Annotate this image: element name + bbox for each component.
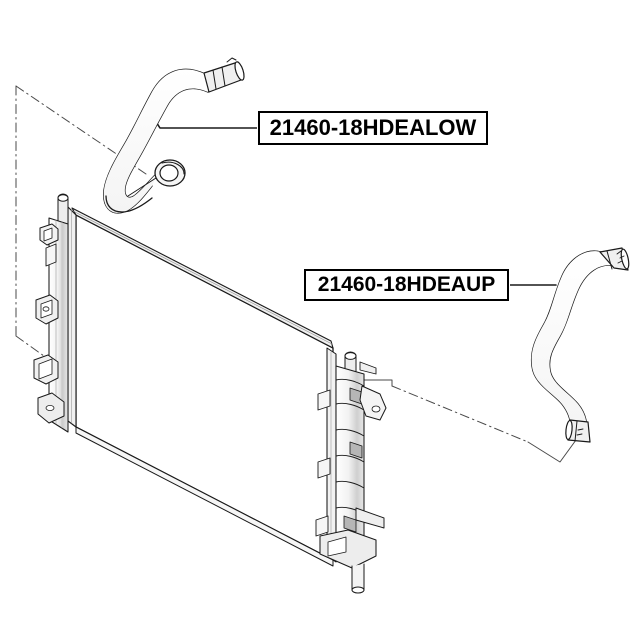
part-number-label-upper-hose[interactable]: 21460-18HDEAUP xyxy=(303,268,510,302)
part-number-label-lower-hose[interactable]: 21460-18HDEALOW xyxy=(257,110,489,146)
upper-hose-top-cuff-marking xyxy=(616,250,625,264)
radiator-core xyxy=(67,206,334,567)
right-tank-mounting-foot xyxy=(319,529,377,569)
right-tank-outlet-opening xyxy=(371,405,381,413)
lower-hose-body-fill xyxy=(103,69,208,213)
right-tank-mount-shelf xyxy=(355,507,385,529)
upper-hose-body-fill xyxy=(531,251,616,436)
right-tank-foot-plate xyxy=(327,536,347,557)
left-tank-upper-rib xyxy=(45,243,57,267)
right-tank-bottom-pin-end xyxy=(351,586,365,594)
axis-upper-hose-tip-link xyxy=(527,439,577,463)
left-tank-upper-bracket-slot xyxy=(43,227,53,242)
radiator-top-rail xyxy=(71,207,334,349)
lower-hose-cuff-opening xyxy=(234,61,245,81)
right-tank-clamp-lower xyxy=(343,515,357,533)
radiator-left-tank xyxy=(33,193,69,433)
assembly-axis-solid-segments xyxy=(361,379,577,463)
right-tank-rib-5 xyxy=(335,480,365,489)
right-tank-side-bracket-2 xyxy=(317,457,331,479)
right-tank-upper-stud xyxy=(359,361,377,375)
right-tank-bottom-pin xyxy=(351,563,365,591)
right-tank-rib-1 xyxy=(335,378,365,387)
right-tank-neck-opening xyxy=(344,352,357,360)
left-tank-foot-hole xyxy=(45,404,55,411)
radiator-bottom-rail xyxy=(75,426,334,567)
axis-upper-hose-diagonal xyxy=(391,385,529,443)
upper-hose-bottom-cuff-opening xyxy=(565,419,573,441)
right-tank-clamp-mid xyxy=(349,441,363,459)
lower-hose-cuff-rib-1 xyxy=(212,69,217,90)
lower-hose-cuff-rib-2 xyxy=(221,66,226,87)
upper-hose-bottom-cuff-rib xyxy=(574,420,578,442)
left-tank-lower-bracket-slot xyxy=(38,358,53,380)
radiator-left-frame-edge xyxy=(67,206,77,428)
radiator-core-face xyxy=(75,214,334,561)
upper-hose-top-cuff-rib xyxy=(606,250,613,270)
lower-hose-tail-crease xyxy=(127,177,157,197)
lower-hose-cuff-clip xyxy=(226,57,237,63)
radiator-right-tank xyxy=(315,347,387,594)
right-tank-outlet-port xyxy=(359,385,387,421)
radiator-top-rail-highlight xyxy=(72,210,333,345)
axis-outlet-bracket xyxy=(361,379,393,387)
right-tank-rib-3 xyxy=(335,428,365,437)
radiator-hose-lower xyxy=(103,57,245,214)
right-tank-rib-4 xyxy=(335,454,365,463)
right-tank-rib-2 xyxy=(335,402,365,411)
left-tank-mid-bracket-hole xyxy=(42,306,50,312)
radiator-filler-neck-opening xyxy=(57,194,69,202)
right-tank-side-bracket-1 xyxy=(317,389,331,411)
right-tank-side-bracket-3 xyxy=(315,515,329,537)
radiator-hose-upper xyxy=(530,247,630,443)
lower-hose-socket-highlight xyxy=(161,161,185,175)
lower-hose-tail-loop xyxy=(105,195,153,213)
upper-hose-bottom-cuff-marking xyxy=(576,428,584,436)
upper-hose-top-cuff-opening xyxy=(620,248,630,270)
lower-hose-socket-bore xyxy=(159,164,179,182)
